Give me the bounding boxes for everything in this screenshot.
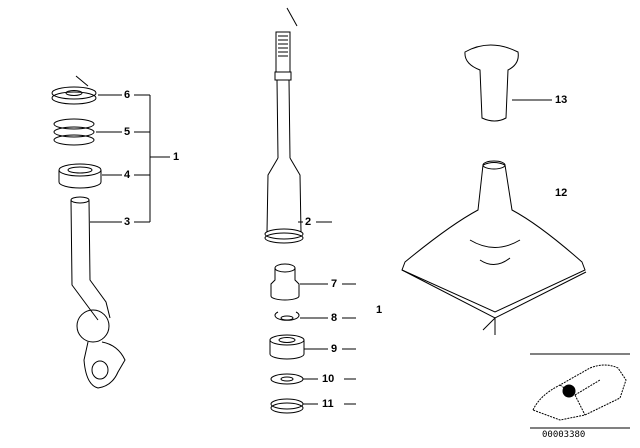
callout-1-left: 1 <box>173 151 180 163</box>
lever-part-3 <box>70 196 126 389</box>
callout-7: 7 <box>331 278 338 290</box>
callout-11: 11 <box>322 398 334 410</box>
callout-2: 2 <box>305 216 312 228</box>
callout-8: 8 <box>331 312 338 324</box>
boot-part-12 <box>401 160 587 335</box>
car-thumbnail <box>530 353 630 429</box>
bearing-part-9 <box>269 334 356 360</box>
callout-1-center: 1 <box>376 304 383 316</box>
knob-part-13 <box>464 44 552 122</box>
ring-part-4 <box>58 163 102 189</box>
callout-4: 4 <box>124 169 131 181</box>
callout-10: 10 <box>322 373 335 385</box>
bracket-lines <box>90 94 170 223</box>
shift-rod-part-2 <box>264 7 332 244</box>
callout-3: 3 <box>124 216 131 228</box>
ring-part-11 <box>270 398 356 414</box>
nut-part-6 <box>51 75 97 105</box>
callout-13: 13 <box>555 94 568 106</box>
callout-9: 9 <box>331 343 338 355</box>
bushing-part-7 <box>270 263 356 301</box>
washer-part-10 <box>270 373 356 385</box>
diagram-code: 00003380 <box>542 430 586 440</box>
callout-6: 6 <box>124 89 131 101</box>
spring-part-5 <box>53 118 95 146</box>
callout-5: 5 <box>124 126 131 138</box>
callout-12: 12 <box>555 187 568 199</box>
circlip-part-8 <box>274 311 356 321</box>
